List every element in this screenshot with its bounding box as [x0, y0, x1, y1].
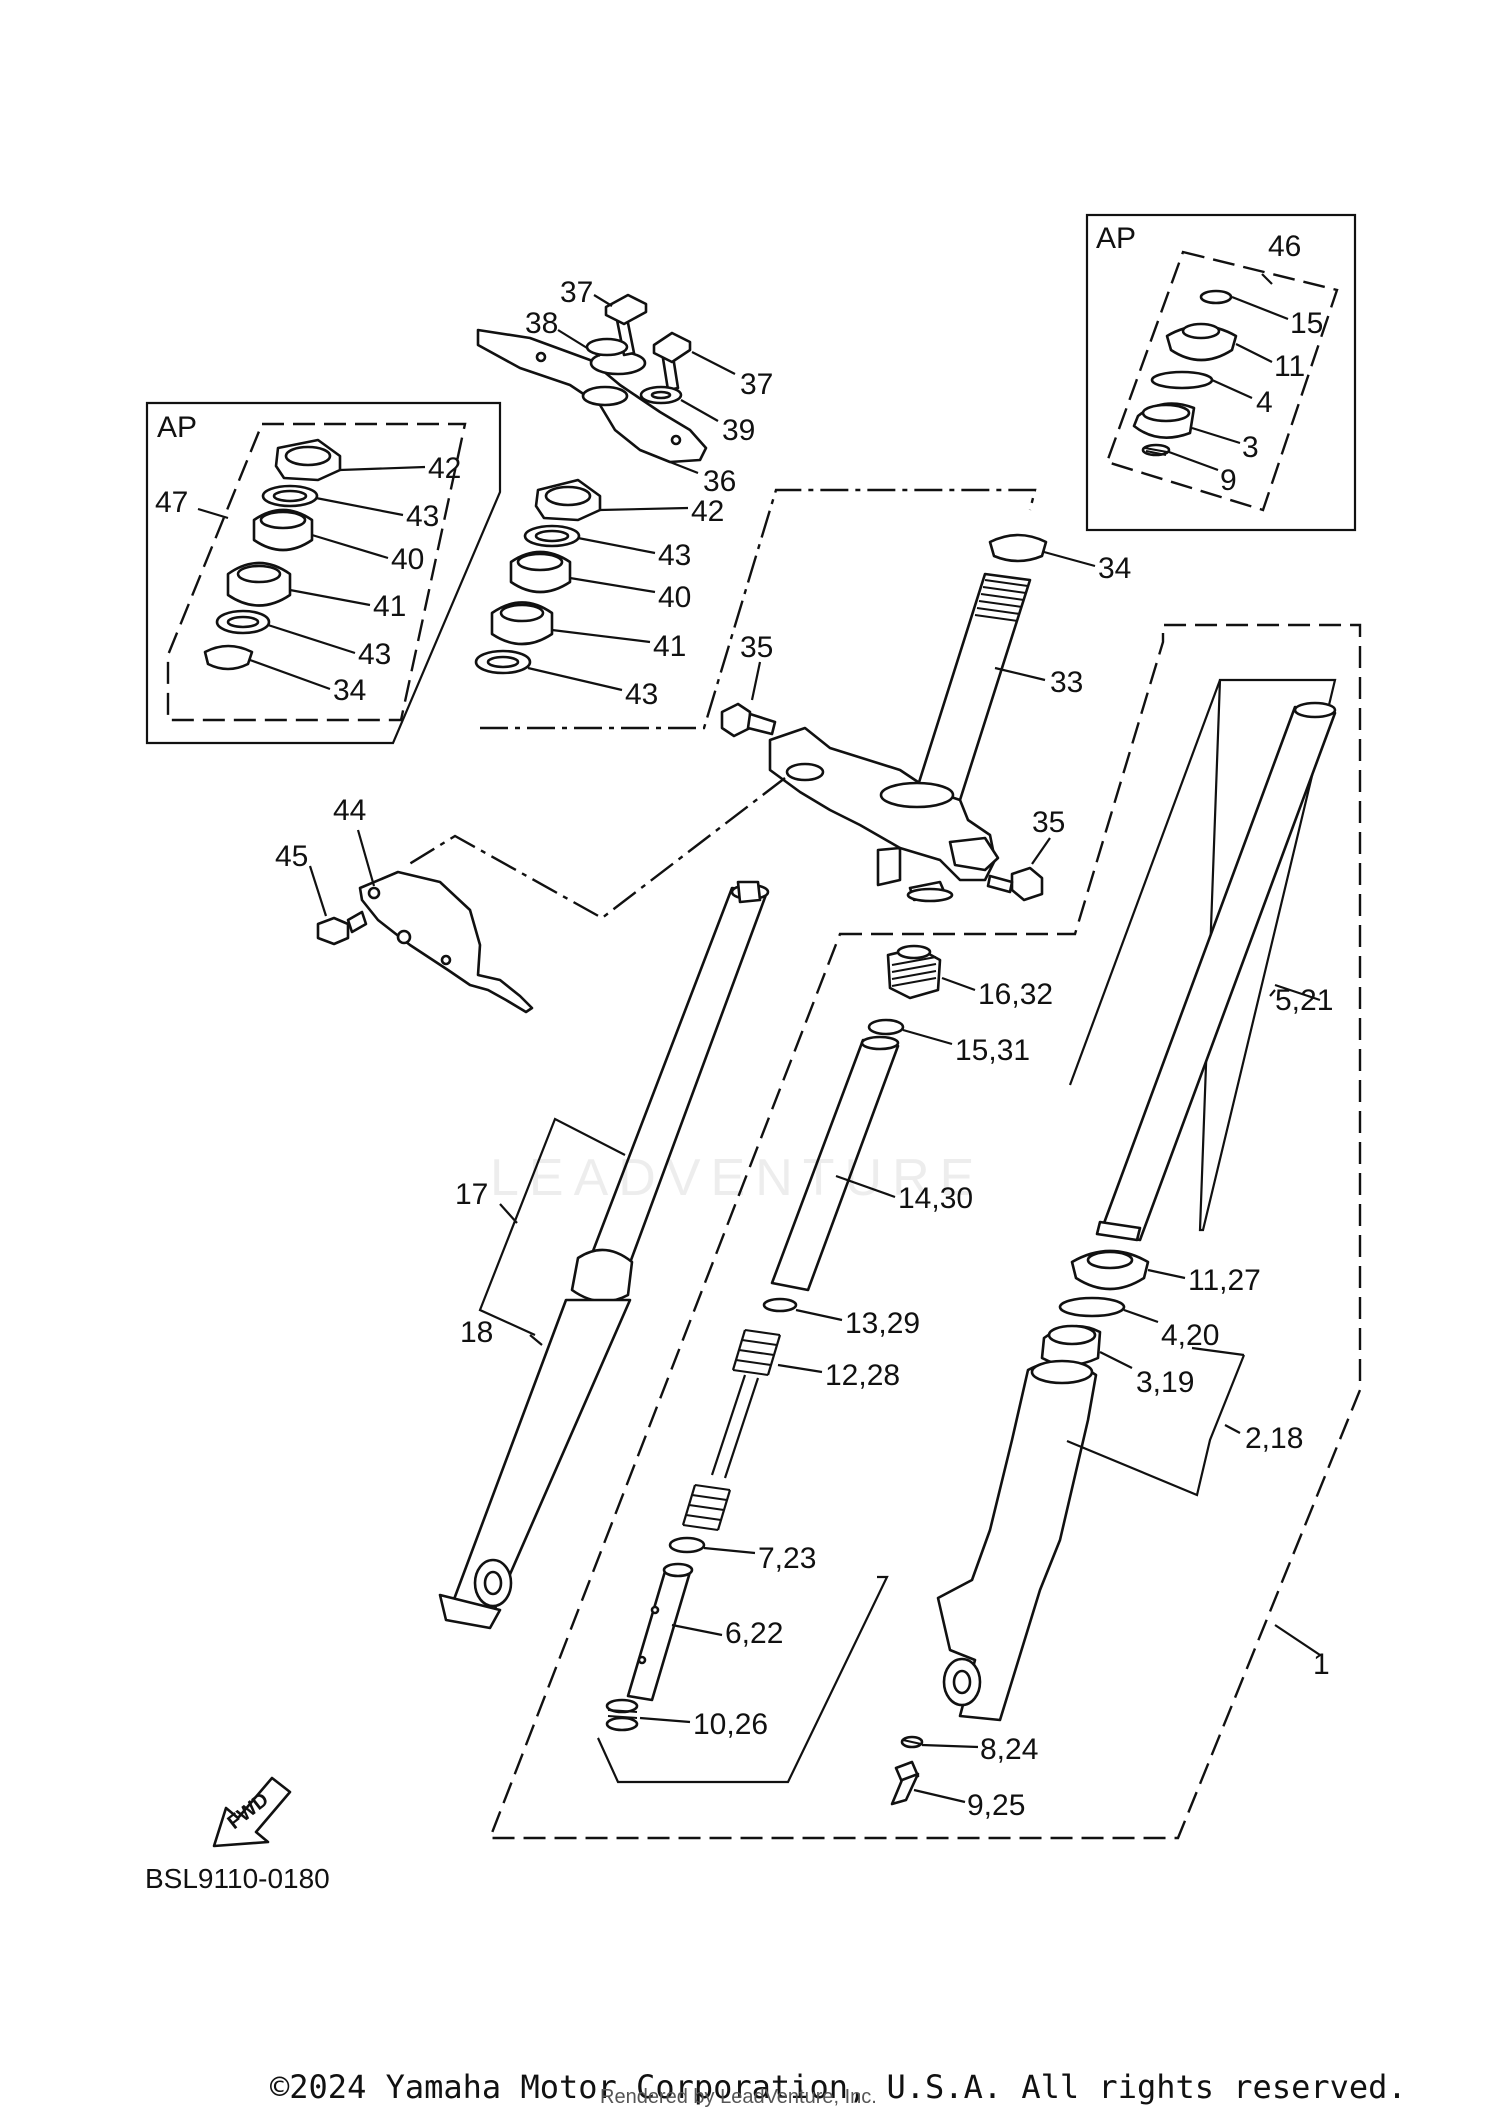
callout-11-27: 11,27: [1188, 1264, 1261, 1297]
bearing-cover-40-middle: [509, 550, 572, 594]
cover-44: 44: [333, 794, 534, 1014]
cap-bolt-16-32: [886, 944, 942, 1000]
oil-seal-11-right: [1165, 322, 1238, 362]
kit-number-47: 47: [155, 486, 188, 519]
callout-4-20: 4,20: [1161, 1319, 1219, 1352]
callout-40-middle: 40: [658, 581, 691, 614]
ap-kit-box-left: AP 47: [145, 401, 502, 745]
bolt-35-right: [986, 866, 1044, 902]
lock-washer-43-left: [261, 484, 319, 508]
ring-nut-42-left: [274, 438, 342, 482]
callout-44: 44: [333, 794, 366, 827]
callout-42-left: 42: [428, 452, 461, 485]
fwd-arrow: FWD: [212, 1776, 292, 1848]
callout-36: 36: [703, 465, 736, 498]
lock-washer-43-middle: [523, 524, 581, 548]
callout-43-middle-upper: 43: [658, 539, 691, 572]
ap-box-left-title: AP: [157, 411, 197, 444]
bearing-cover-40-left: [252, 508, 314, 552]
callout-41-middle: 41: [653, 630, 686, 663]
callout-42-middle: 42: [691, 495, 724, 528]
bolt-10-26: [890, 1760, 920, 1806]
steering-bearing-stack: 42 43 40 41 43: [474, 478, 1037, 730]
clip-4-right: [1150, 370, 1214, 390]
under-bracket-steering-stem: 34 33 35 35: [405, 533, 1131, 920]
callout-6-22: 6,22: [725, 1617, 783, 1650]
callout-13-29: 13,29: [845, 1307, 920, 1340]
callout-5-21: 5,21: [1275, 984, 1333, 1017]
left-fork-assembly: 17 18: [438, 880, 770, 1630]
callout-4-right: 4: [1256, 386, 1273, 419]
rebound-spring-8-24: [605, 1698, 639, 1732]
callout-45: 45: [275, 840, 308, 873]
rendered-by-notice: Rendered by LeadVenture, Inc.: [600, 2086, 877, 2108]
o-ring-15-31: [867, 1018, 905, 1036]
callout-35-lower: 35: [1032, 806, 1065, 839]
callout-3-19: 3,19: [1136, 1366, 1194, 1399]
bolt-37-right: [652, 331, 692, 392]
bolt-35-left: [720, 702, 777, 738]
callout-16-32: 16,32: [978, 978, 1053, 1011]
callout-34-left: 34: [333, 674, 366, 707]
callout-17: 17: [455, 1178, 488, 1211]
callout-37-lower: 37: [740, 368, 773, 401]
callout-9-25: 8,24: [980, 1733, 1038, 1766]
kit-number-46: 46: [1268, 230, 1301, 263]
callout-33: 33: [1050, 666, 1083, 699]
diagram-code: BSL9110-0180: [145, 1863, 330, 1894]
callout-43-left-upper: 43: [406, 500, 439, 533]
callout-39: 39: [722, 414, 755, 447]
callout-41-left: 41: [373, 590, 406, 623]
callout-38: 38: [525, 307, 558, 340]
ap-box-right-title: AP: [1096, 222, 1136, 255]
callout-43-left-lower: 43: [358, 638, 391, 671]
ap-kit-box-right: AP 46 15 11 4 3 9: [1085, 213, 1357, 532]
bearing-race-41-left: [226, 561, 292, 607]
callout-3-right: 3: [1242, 431, 1259, 464]
dust-seal-3-right: [1132, 402, 1196, 439]
callout-1: 1: [1313, 1648, 1330, 1681]
callout-14-30: 14,30: [898, 1182, 973, 1215]
oil-seal-15-right: [1199, 289, 1233, 305]
callout-43-middle-lower: 43: [625, 678, 658, 711]
callout-34-middle: 34: [1098, 552, 1131, 585]
bearing-43-left: [215, 609, 271, 635]
callout-12-28: 12,28: [825, 1359, 900, 1392]
callout-11-right: 11: [1274, 350, 1305, 383]
dust-seal-34-left: [203, 644, 254, 671]
callout-10-26: 9,25: [967, 1789, 1025, 1822]
callout-7-23: 7,23: [758, 1542, 816, 1575]
callout-18: 18: [460, 1316, 493, 1349]
right-fork-assembly: 5,21 11,27 4,20 3,19 2,18 8,24: [890, 678, 1337, 1822]
ring-nut-42-middle: [534, 478, 602, 522]
callout-35-upper: 35: [740, 631, 773, 664]
callout-15-right: 15: [1290, 307, 1323, 340]
callout-2-18: 2,18: [1245, 1422, 1303, 1455]
screw-45: 45: [275, 840, 368, 946]
watermark: LEADVENTURE: [490, 1149, 985, 1207]
spring-9-right: [1141, 443, 1171, 457]
damper-assembly-group: 1 16,32 15,31 14,30 13,29: [488, 623, 1362, 1840]
callout-8-24: 10,26: [693, 1708, 768, 1741]
fork-spring-12-28: [681, 1329, 782, 1531]
copyright-notice: ©2024 Yamaha Motor Corporation, U.S.A. A…: [270, 2068, 1407, 2106]
washer-39: [639, 385, 683, 405]
bearing-race-41-middle: [490, 601, 554, 646]
callout-40-left: 40: [391, 543, 424, 576]
callout-9-right: 9: [1220, 464, 1237, 497]
callout-37-upper: 37: [560, 276, 593, 309]
upper-bracket-assembly: 37 38 37 39 36: [476, 276, 773, 498]
bearing-43-middle: [474, 649, 532, 675]
callout-15-31: 15,31: [955, 1034, 1030, 1067]
